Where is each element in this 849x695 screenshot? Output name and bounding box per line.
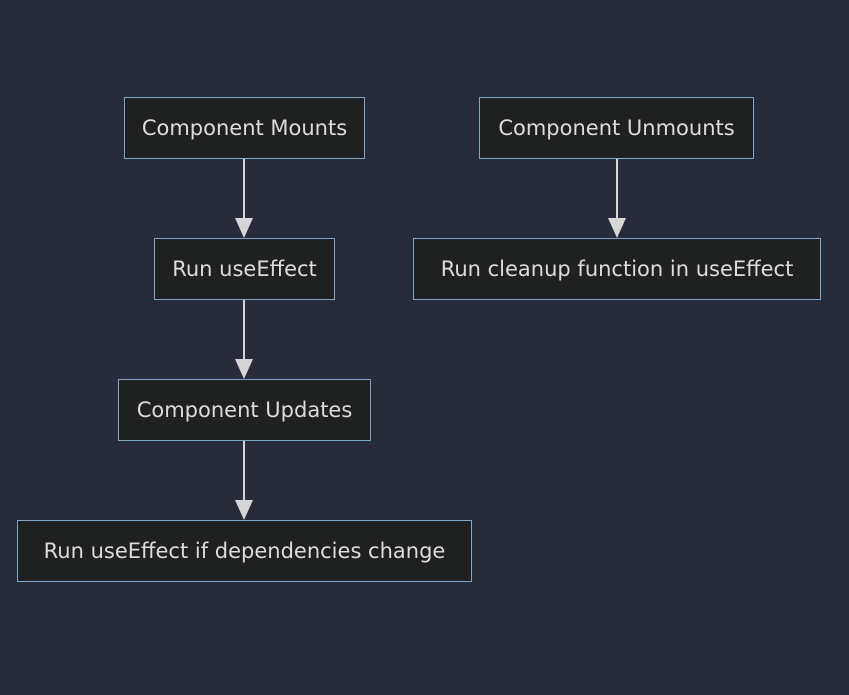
node-run-useeffect-if-deps-change: Run useEffect if dependencies change [17,520,472,582]
node-component-mounts: Component Mounts [124,97,365,159]
edge-run-effect-to-update [235,300,253,379]
edge-mount-to-run-effect [235,159,253,238]
node-run-cleanup: Run cleanup function in useEffect [413,238,821,300]
edge-unmount-to-cleanup [608,159,626,238]
node-component-updates: Component Updates [118,379,371,441]
node-run-useeffect: Run useEffect [154,238,335,300]
edge-update-to-run-effect-deps [235,441,253,520]
node-component-unmounts: Component Unmounts [479,97,754,159]
